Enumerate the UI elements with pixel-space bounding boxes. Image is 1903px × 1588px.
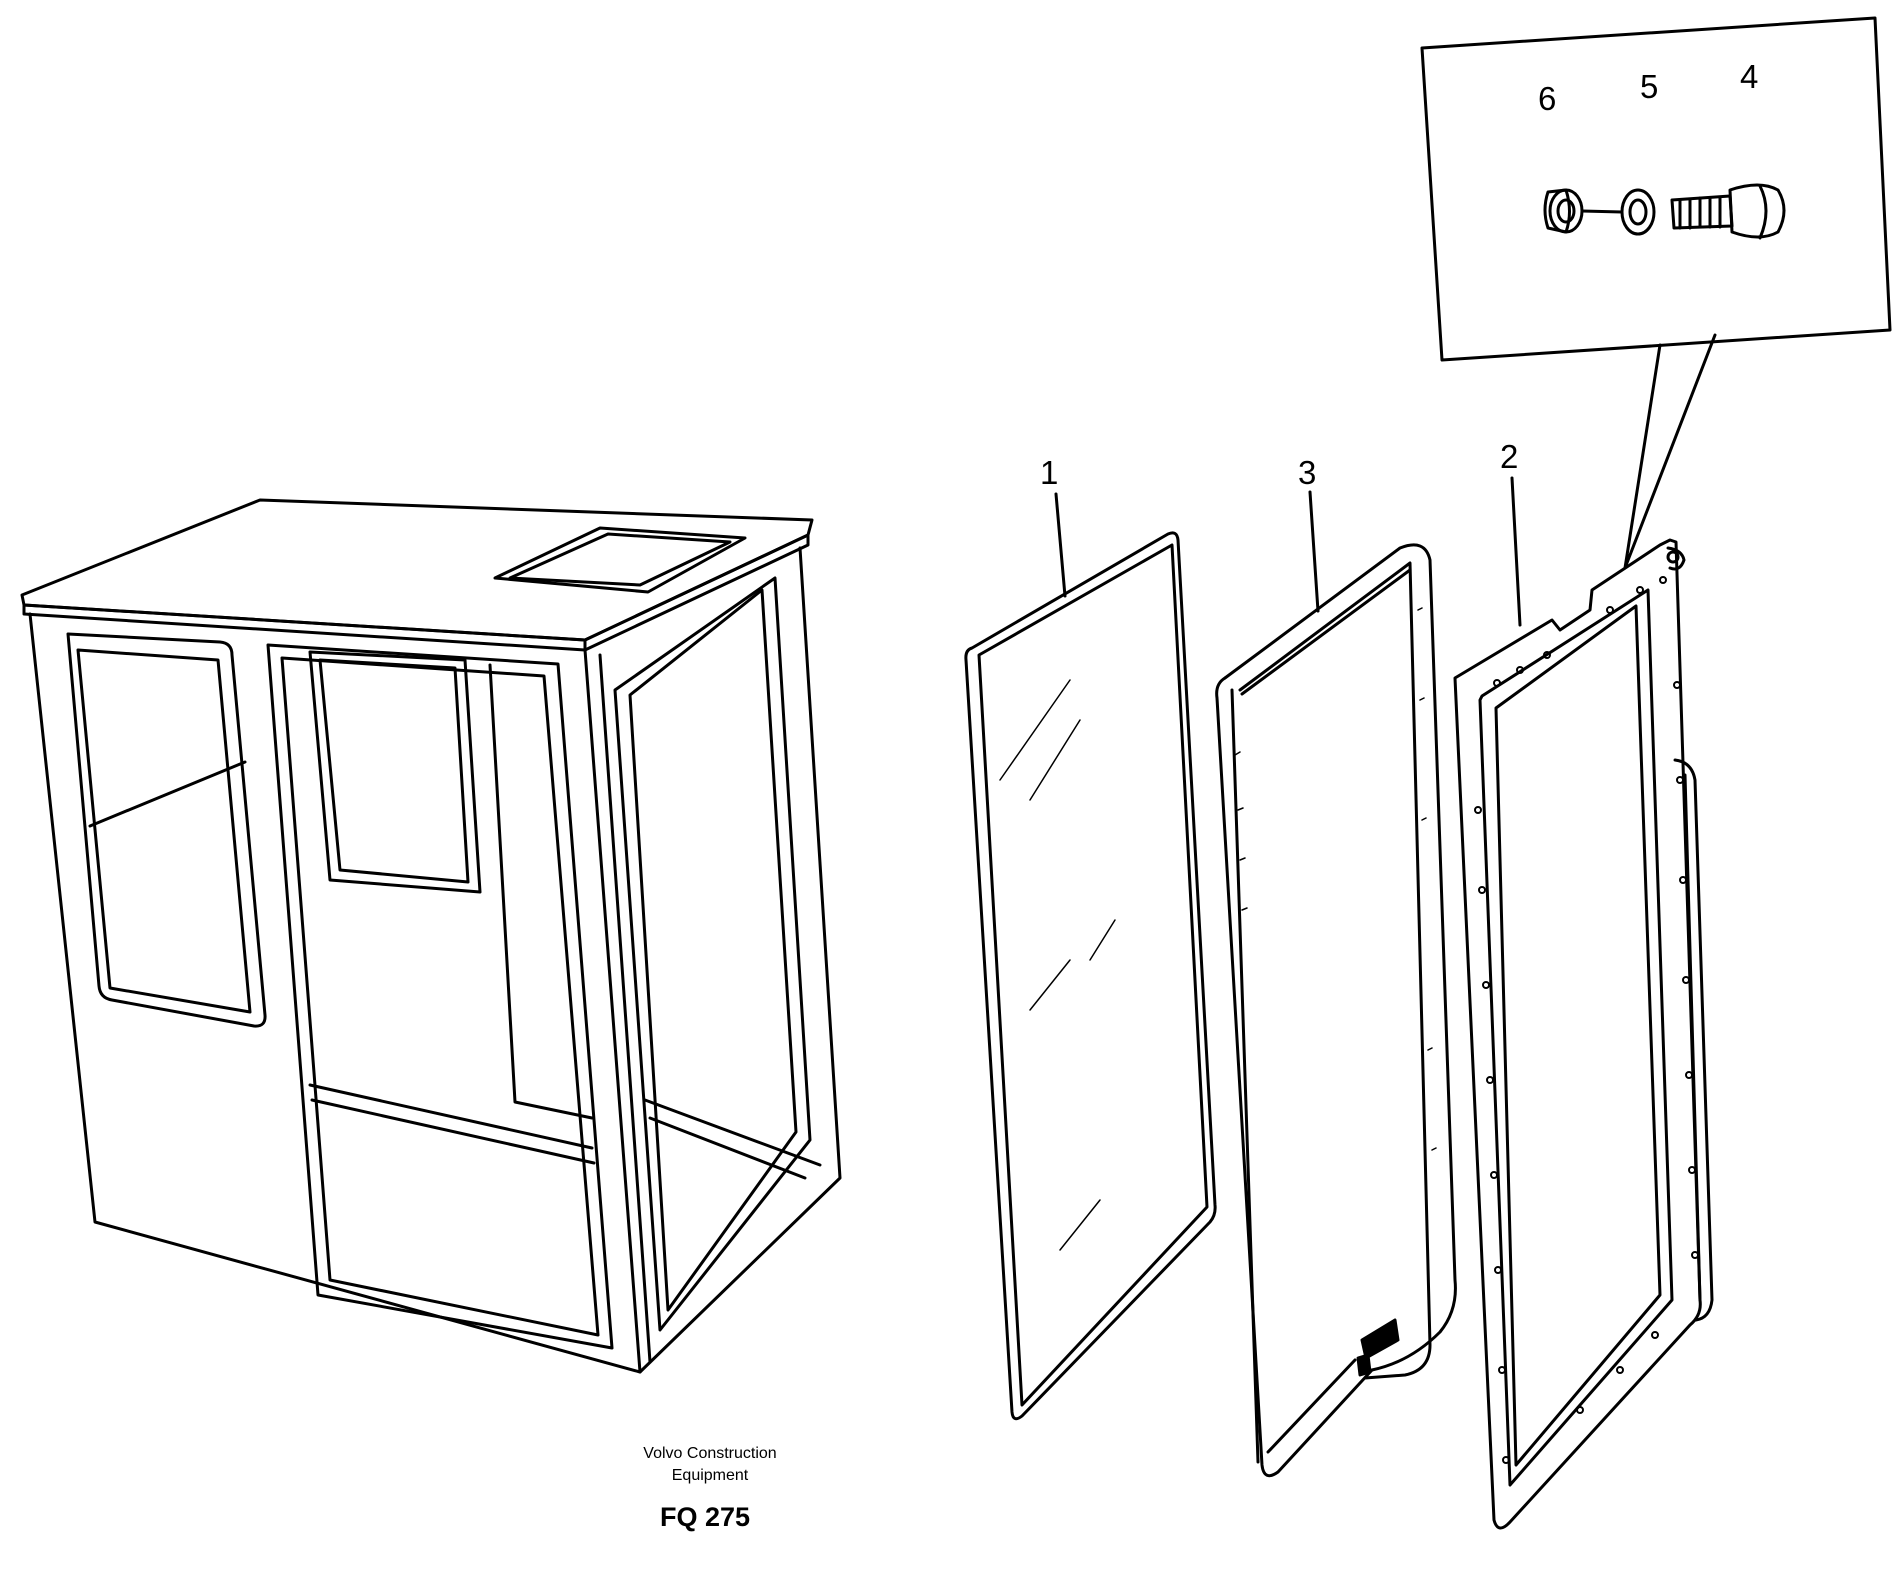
washer bbox=[1620, 188, 1656, 236]
caption-company-line1: Volvo Construction bbox=[643, 1445, 776, 1462]
part-label-3: 3 bbox=[1298, 454, 1316, 491]
cab-illustration bbox=[20, 498, 842, 1374]
caption-drawing-code: FQ 275 bbox=[660, 1502, 750, 1532]
cab-roof bbox=[20, 498, 814, 642]
hex-bolt bbox=[1670, 183, 1786, 240]
window-frame bbox=[1453, 538, 1714, 1530]
leader-3 bbox=[1308, 490, 1320, 613]
roof-hatch bbox=[493, 526, 747, 594]
part-label-2: 2 bbox=[1500, 438, 1518, 475]
cab-door bbox=[266, 643, 614, 1350]
glass-pane bbox=[964, 531, 1217, 1421]
cab-body bbox=[28, 546, 842, 1374]
part-label-5: 5 bbox=[1640, 68, 1658, 105]
rubber-seal bbox=[1215, 543, 1457, 1478]
leader-2 bbox=[1510, 476, 1522, 627]
leader-1 bbox=[1054, 492, 1067, 598]
detail-callout bbox=[1420, 16, 1892, 570]
hex-nut bbox=[1543, 188, 1624, 234]
part-label-4: 4 bbox=[1740, 58, 1758, 95]
caption-company-line2: Equipment bbox=[672, 1467, 749, 1484]
part-label-6: 6 bbox=[1538, 80, 1556, 117]
part-label-1: 1 bbox=[1040, 454, 1058, 491]
cab-window-left bbox=[66, 632, 267, 1028]
callout-leader bbox=[1623, 333, 1717, 570]
detail-box bbox=[1420, 16, 1892, 362]
